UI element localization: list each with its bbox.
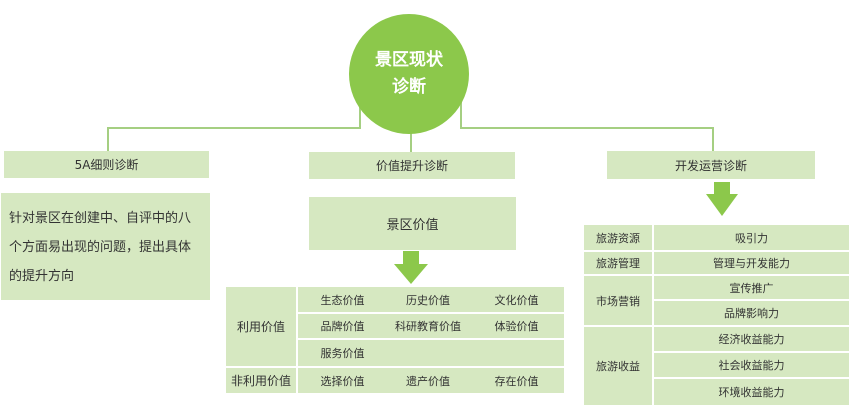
value-table-divider-group xyxy=(226,366,564,368)
value-group2-label: 非利用价值 xyxy=(230,374,291,388)
value-table-divider-row1 xyxy=(296,312,564,314)
value-item: 历史价值 xyxy=(406,293,450,307)
value-group1-label: 利用价值 xyxy=(236,320,285,334)
ops-item: 宣传推广 xyxy=(729,281,774,295)
ops-divider-cat1 xyxy=(584,250,849,252)
ops-table: 旅游资源 旅游管理 市场营销 旅游收益 吸引力 管理与开发能力 宣传推广 品牌影… xyxy=(584,225,849,405)
connector-left-horizontal xyxy=(107,127,361,129)
ops-item: 社会收益能力 xyxy=(718,359,785,372)
branch-ops-title-text: 开发运营诊断 xyxy=(674,158,747,173)
value-table-divider-row2 xyxy=(296,338,564,340)
central-topic-line2: 诊断 xyxy=(392,77,426,97)
central-topic-circle: 景区现状 诊断 xyxy=(349,14,469,134)
ops-divider-item xyxy=(652,377,849,379)
arrow-down-icon-right-shaft xyxy=(714,182,730,195)
value-item: 遗产价值 xyxy=(406,374,450,388)
value-table-divider-v xyxy=(296,287,298,393)
branch-5a-description: 针对景区在创建中、自评中的八个方面易出现的问题，提出具体的提升方向 xyxy=(1,193,210,300)
ops-divider-item xyxy=(652,351,849,353)
connector-right-vertical xyxy=(460,99,462,128)
ops-category: 旅游资源 xyxy=(596,231,640,245)
value-item: 存在价值 xyxy=(494,374,539,388)
connector-right-horizontal xyxy=(460,127,714,129)
ops-item: 环境收益能力 xyxy=(718,386,785,399)
ops-item: 品牌影响力 xyxy=(724,307,779,320)
scenic-value-box: 景区价值 xyxy=(309,197,516,250)
branch-5a-title-text: 5A细则诊断 xyxy=(74,158,139,172)
value-table: 利用价值 非利用价值 生态价值 历史价值 文化价值 品牌价值 科研教育价值 体验… xyxy=(226,287,564,393)
value-item: 品牌价值 xyxy=(320,320,365,333)
value-item: 生态价值 xyxy=(320,293,365,307)
scenic-value-text: 景区价值 xyxy=(386,218,439,233)
central-topic-line1: 景区现状 xyxy=(375,50,443,70)
branch-value-title: 价值提升诊断 xyxy=(309,152,515,179)
value-item: 服务价值 xyxy=(320,347,365,360)
ops-item: 吸引力 xyxy=(735,231,768,245)
branch-5a-description-text: 针对景区在创建中、自评中的八个方面易出现的问题，提出具体的提升方向 xyxy=(9,211,192,284)
connector-left-vertical xyxy=(359,99,361,128)
ops-category: 市场营销 xyxy=(596,294,640,308)
connector-left-drop xyxy=(107,127,109,151)
ops-item: 管理与开发能力 xyxy=(713,257,790,270)
value-item: 科研教育价值 xyxy=(395,320,461,333)
branch-5a-title: 5A细则诊断 xyxy=(4,151,209,178)
connector-right-drop xyxy=(712,127,714,151)
ops-divider-cat2 xyxy=(584,274,849,276)
arrow-down-icon-middle-shaft xyxy=(403,251,419,265)
ops-category: 旅游管理 xyxy=(596,257,640,270)
ops-category: 旅游收益 xyxy=(596,360,640,373)
branch-ops-title: 开发运营诊断 xyxy=(607,151,815,179)
branch-value-title-text: 价值提升诊断 xyxy=(375,159,448,173)
ops-item: 经济收益能力 xyxy=(718,333,785,346)
value-item: 文化价值 xyxy=(494,293,539,307)
ops-table-divider-v xyxy=(652,225,654,405)
connector-middle xyxy=(410,133,412,152)
value-item: 体验价值 xyxy=(494,320,539,333)
arrow-down-icon-right xyxy=(706,194,738,216)
value-item: 选择价值 xyxy=(320,374,365,388)
ops-divider-cat3 xyxy=(584,325,849,327)
arrow-down-icon-middle xyxy=(394,264,428,284)
ops-divider-item xyxy=(652,299,849,301)
